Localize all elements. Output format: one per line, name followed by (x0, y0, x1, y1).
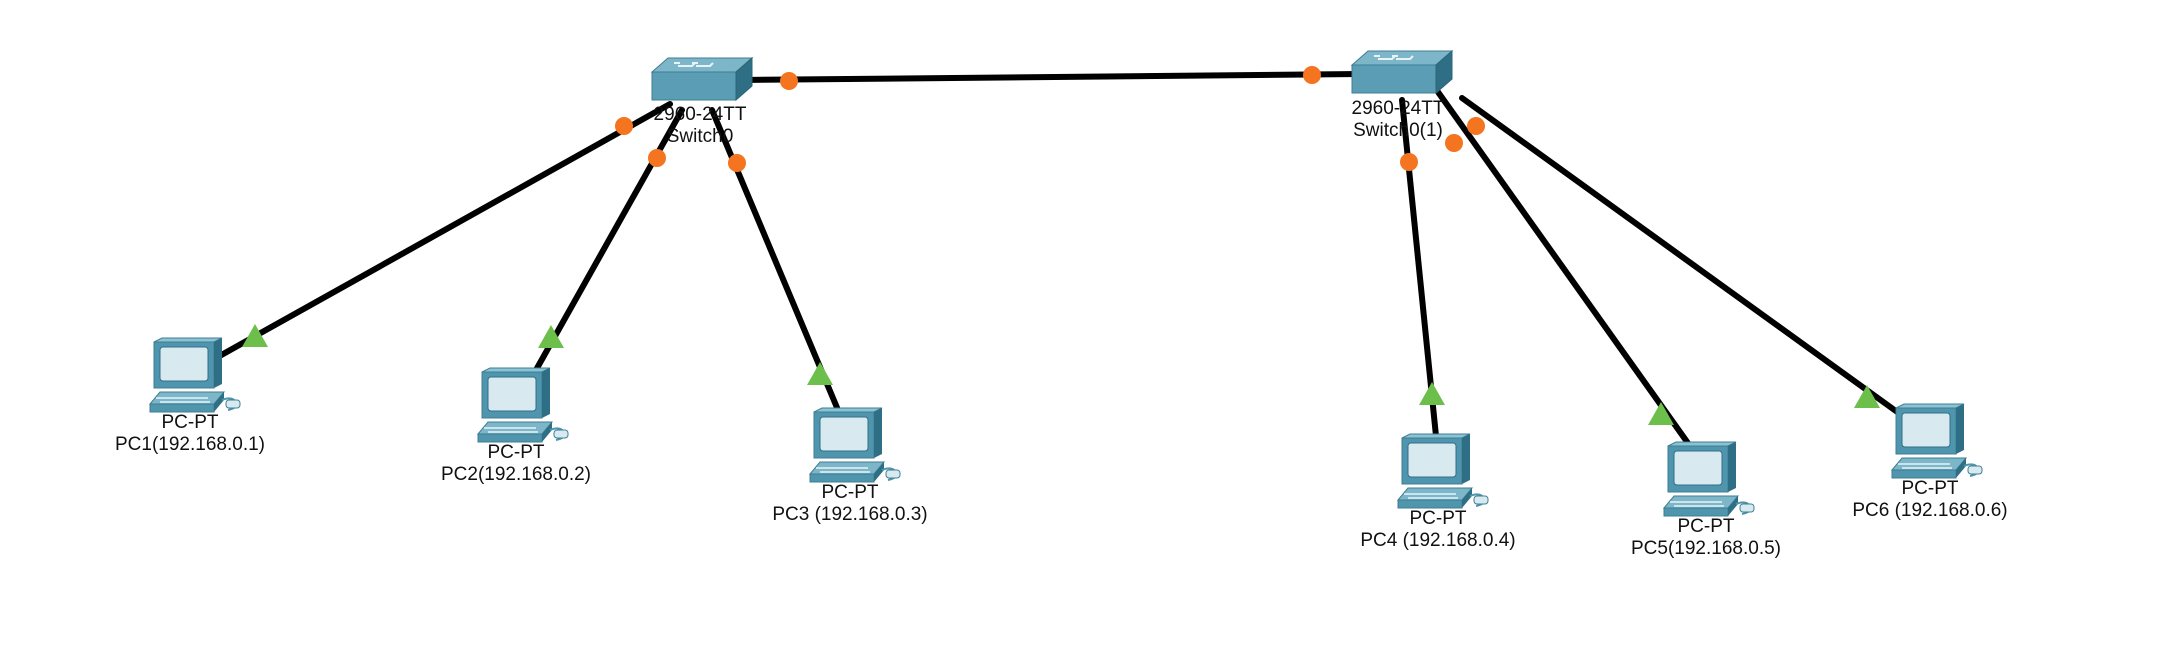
port-indicator-sw1-down (1467, 117, 1485, 135)
pc-model-pc4: PC-PT (1409, 508, 1467, 529)
pc-model-pc5: PC-PT (1677, 516, 1735, 537)
port-indicator-pc3-up (807, 362, 833, 385)
link-sw0-sw1[interactable] (739, 71, 1363, 83)
pc-name-pc2: PC2(192.168.0.2) (441, 464, 591, 485)
pc-name-pc3: PC3 (192.168.0.3) (772, 504, 928, 525)
links-layer (213, 71, 1903, 449)
switch-model-sw1: 2960-24TT (1351, 98, 1445, 119)
pc-model-pc1: PC-PT (161, 412, 219, 433)
link-sw1-pc5[interactable] (1435, 89, 1693, 449)
link-sw0-pc1[interactable] (213, 101, 673, 361)
port-indicator-sw0-down (780, 72, 798, 90)
port-indicator-pc4-up (1419, 382, 1445, 405)
switch-name-sw1: Switch0(1) (1353, 120, 1443, 141)
switch-name-sw0: Switch0 (666, 126, 734, 147)
pc-name-pc1: PC1(192.168.0.1) (115, 434, 265, 455)
link-sw1-pc6[interactable] (1459, 95, 1903, 417)
pc-name-pc4: PC4 (192.168.0.4) (1360, 530, 1516, 551)
pc-icon-pc3[interactable] (809, 407, 901, 483)
pc-name-pc6: PC6 (192.168.0.6) (1852, 500, 2008, 521)
port-indicator-pc6-up (1854, 385, 1880, 408)
pc-model-pc6: PC-PT (1901, 478, 1959, 499)
pc-model-pc2: PC-PT (487, 442, 545, 463)
port-indicator-sw0-down (615, 117, 633, 135)
port-indicator-sw1-down (1400, 153, 1418, 171)
pc-icon-pc2[interactable] (477, 367, 569, 443)
ports-layer (242, 66, 1880, 425)
pc-name-pc5: PC5(192.168.0.5) (1631, 538, 1781, 559)
port-indicator-sw0-down (728, 154, 746, 172)
pc-icon-pc6[interactable] (1891, 403, 1983, 479)
port-indicator-sw1-down (1303, 66, 1321, 84)
pc-icon-pc4[interactable] (1397, 433, 1489, 509)
link-sw0-pc2[interactable] (533, 107, 685, 373)
port-indicator-pc1-up (242, 324, 268, 347)
switch-model-sw0: 2960-24TT (653, 104, 747, 125)
port-indicator-pc5-up (1648, 402, 1674, 425)
switch-icon-sw0[interactable] (651, 57, 753, 101)
pc-model-pc3: PC-PT (821, 482, 879, 503)
port-indicator-pc2-up (538, 325, 564, 348)
port-indicator-sw0-down (648, 149, 666, 167)
switch-icon-sw1[interactable] (1351, 50, 1453, 94)
pc-icon-pc5[interactable] (1663, 441, 1755, 517)
port-indicator-sw1-down (1445, 134, 1463, 152)
